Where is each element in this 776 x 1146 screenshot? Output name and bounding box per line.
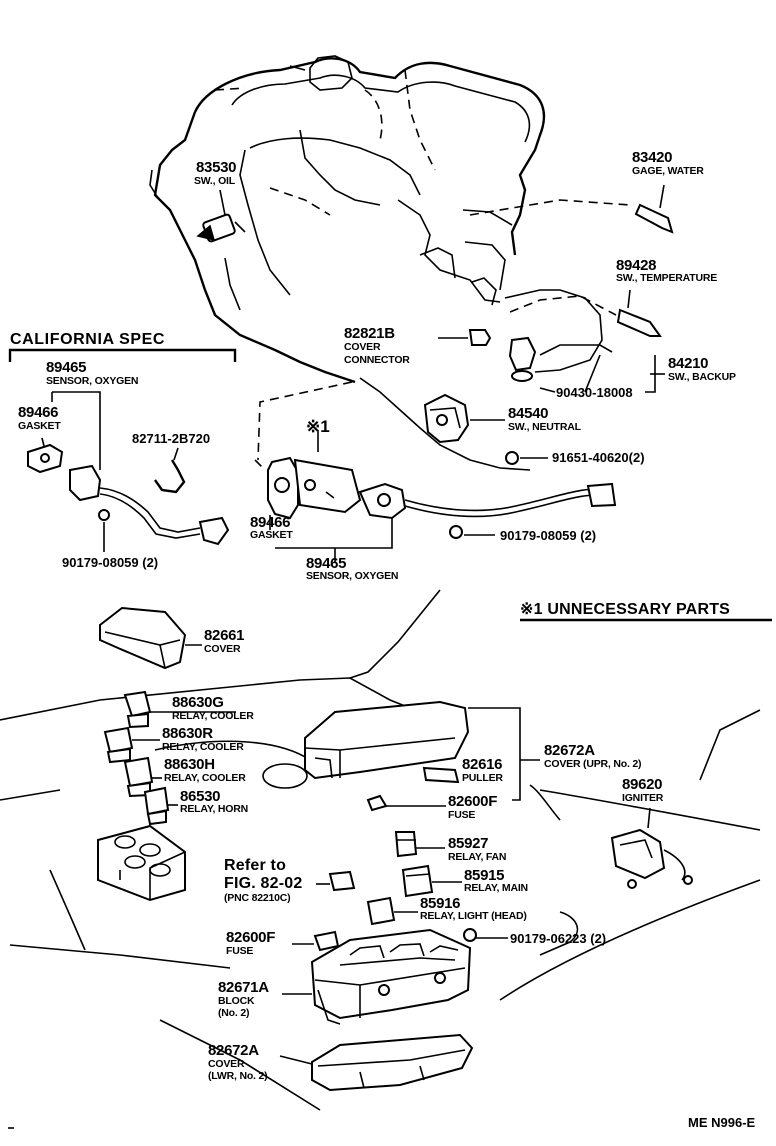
backup-switch-number: 84210	[668, 355, 709, 372]
igniter-number: 89620	[622, 776, 663, 793]
fuse-lower-name: FUSE	[226, 945, 254, 957]
relay-85916-number: 85916	[420, 895, 461, 912]
refer-line-1: Refer to	[224, 857, 287, 874]
puller-drawing	[422, 766, 460, 784]
relay-86530-number: 86530	[180, 788, 221, 805]
ca-hose-number: 82711-2B720	[132, 431, 211, 446]
relay-holder-drawing	[97, 824, 186, 902]
relay-86530-drawing	[143, 786, 178, 826]
cover-lwr-number: 82672A	[208, 1042, 259, 1059]
igniter-name: IGNITER	[622, 792, 664, 804]
star-mark-1: ※1	[306, 417, 330, 436]
relay-85915-name: RELAY, MAIN	[464, 882, 528, 894]
relay-88630h-name: RELAY, COOLER	[164, 772, 246, 784]
block-name-1: BLOCK	[218, 995, 255, 1007]
exhaust-gasket-name: GASKET	[250, 529, 293, 541]
temp-switch-number: 89428	[616, 257, 657, 274]
relay-box-area-drawing	[0, 589, 761, 1111]
cover-connector-number: 82821B	[344, 325, 395, 342]
oil-switch-name: SW., OIL	[194, 175, 235, 187]
cover-lwr-name-1: COVER	[208, 1058, 245, 1070]
cover-connector-name-2: CONNECTOR	[344, 354, 410, 366]
ca-gasket-name: GASKET	[18, 420, 61, 432]
temp-switch-drawing	[616, 289, 662, 337]
relay-88630r-drawing	[103, 726, 160, 764]
relay-85927-drawing	[394, 831, 445, 858]
neutral-switch-drawing	[423, 393, 548, 465]
block-number: 82671A	[218, 979, 269, 996]
exhaust-sensor-name: SENSOR, OXYGEN	[306, 570, 399, 582]
exhaust-gasket-drawing	[267, 430, 393, 562]
exhaust-nut-code: 90179-08059 (2)	[500, 528, 597, 543]
cover-82661-number: 82661	[204, 627, 245, 644]
california-oxygen-sensor-drawing	[27, 443, 230, 552]
cover-connector-drawing	[438, 329, 492, 346]
fuse-upper-name: FUSE	[448, 809, 476, 821]
footer-code: ME N996-E	[688, 1115, 756, 1130]
cover-lwr-name-2: (LWR, No. 2)	[208, 1070, 268, 1082]
ca-gasket-number: 89466	[18, 404, 59, 421]
water-gage-number: 83420	[632, 149, 673, 166]
water-gage-drawing	[634, 184, 674, 234]
cover-upr-name: COVER (UPR, No. 2)	[544, 758, 642, 770]
refer-connector-drawing	[316, 870, 356, 892]
block-82671a-drawing	[282, 928, 472, 1025]
fuse-upper-number: 82600F	[448, 793, 498, 810]
relay-85915-number: 85915	[464, 867, 505, 884]
relay-88630r-name: RELAY, COOLER	[162, 741, 244, 753]
california-hose-drawing	[154, 447, 186, 494]
exhaust-gasket-number: 89466	[250, 514, 291, 531]
puller-name: PULLER	[462, 772, 503, 784]
refer-fig-link[interactable]: FIG. 82-02	[224, 875, 303, 892]
cover-upr-number: 82672A	[544, 742, 595, 759]
temp-switch-name: SW., TEMPERATURE	[616, 272, 718, 284]
ca-nut-code: 90179-08059 (2)	[62, 555, 159, 570]
unnecessary-parts-note: ※1 UNNECESSARY PARTS	[520, 601, 731, 618]
neutral-bolt-code: 91651-40620(2)	[552, 450, 645, 465]
cover-lwr-drawing	[279, 1033, 474, 1092]
relay-85927-number: 85927	[448, 835, 489, 852]
relay-88630g-name: RELAY, COOLER	[172, 710, 254, 722]
relay-88630r-number: 88630R	[162, 725, 213, 742]
fuse-upper-drawing	[366, 794, 446, 812]
neutral-switch-number: 84540	[508, 405, 549, 422]
refer-pnc: (PNC 82210C)	[224, 892, 291, 904]
puller-number: 82616	[462, 756, 503, 773]
relay-86530-name: RELAY, HORN	[180, 803, 249, 815]
backup-switch-drawing	[508, 336, 665, 393]
block-name-2: (No. 2)	[218, 1007, 250, 1019]
engine-block-drawing	[149, 55, 631, 471]
ca-sensor-number: 89465	[46, 359, 87, 376]
cover-upr-drawing	[304, 700, 540, 801]
relay-85915-drawing	[401, 864, 462, 898]
exhaust-oxygen-sensor-drawing	[358, 482, 617, 539]
ca-sensor-name: SENSOR, OXYGEN	[46, 375, 139, 387]
exhaust-sensor-number: 89465	[306, 555, 347, 572]
backup-switch-name: SW., BACKUP	[668, 371, 736, 383]
fuse-lower-drawing	[292, 930, 340, 952]
cover-82661-drawing	[99, 606, 202, 670]
relay-88630g-drawing	[123, 690, 236, 729]
california-spec-header: CALIFORNIA SPEC	[10, 331, 166, 348]
backup-gasket-code: 90430-18008	[556, 385, 633, 400]
neutral-switch-name: SW., NEUTRAL	[508, 421, 581, 433]
water-gage-name: GAGE, WATER	[632, 165, 704, 177]
oil-switch-drawing	[196, 189, 246, 243]
igniter-drawing	[610, 807, 693, 889]
relay-85916-name: RELAY, LIGHT (HEAD)	[420, 910, 527, 922]
oil-switch-number: 83530	[196, 159, 237, 176]
nut-lower-drawing	[463, 911, 579, 956]
relay-85927-name: RELAY, FAN	[448, 851, 507, 863]
nut-lower-code: 90179-06223 (2)	[510, 931, 607, 946]
relay-85916-drawing	[366, 896, 418, 926]
fuse-lower-number: 82600F	[226, 929, 276, 946]
relay-88630g-number: 88630G	[172, 694, 224, 711]
cover-82661-name: COVER	[204, 643, 241, 655]
cover-connector-name-1: COVER	[344, 341, 381, 353]
relay-88630h-number: 88630H	[164, 756, 215, 773]
